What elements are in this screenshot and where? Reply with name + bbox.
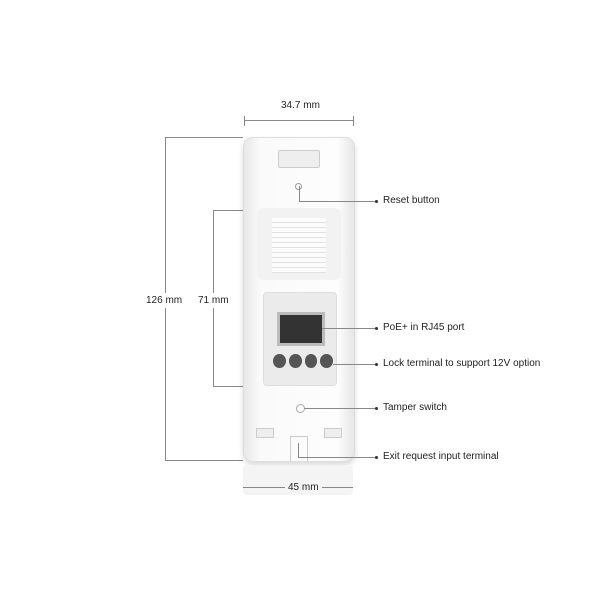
- width-top-line: [244, 120, 354, 121]
- leader-dot: [375, 200, 378, 203]
- tick: [165, 137, 243, 138]
- leader: [299, 186, 300, 202]
- leader: [299, 201, 376, 202]
- leader-dot: [375, 363, 378, 366]
- tick: [353, 116, 354, 126]
- callout-exit-terminal: Exit request input terminal: [383, 451, 499, 462]
- top-slot: [278, 150, 320, 168]
- callout-rj45-port: PoE+ in RJ45 port: [383, 322, 465, 333]
- tick: [165, 460, 243, 461]
- bottom-clip-left: [256, 428, 274, 438]
- lock-terminal: [273, 354, 333, 368]
- reset-button[interactable]: [295, 183, 302, 190]
- leader-dot: [375, 407, 378, 410]
- leader-dot: [375, 327, 378, 330]
- regulatory-marks: [272, 218, 326, 273]
- leader: [298, 443, 299, 458]
- leader: [304, 408, 376, 409]
- tick: [213, 386, 243, 387]
- exit-terminal: [290, 436, 308, 461]
- callout-tamper-switch: Tamper switch: [383, 402, 447, 413]
- bottom-clip-right: [324, 428, 342, 438]
- callout-lock-terminal: Lock terminal to support 12V option: [383, 358, 541, 369]
- width-top-label: 34.7 mm: [281, 100, 320, 111]
- height-total-label: 126 mm: [146, 293, 183, 308]
- leader: [333, 364, 376, 365]
- callout-reset-button: Reset button: [383, 195, 440, 206]
- tick: [244, 116, 245, 126]
- tick: [213, 210, 243, 211]
- rj45-port: [277, 312, 325, 346]
- leader: [322, 328, 376, 329]
- leader: [298, 457, 376, 458]
- leader-dot: [375, 456, 378, 459]
- width-bottom-label: 45 mm: [285, 482, 322, 493]
- height-inner-label: 71 mm: [198, 293, 229, 308]
